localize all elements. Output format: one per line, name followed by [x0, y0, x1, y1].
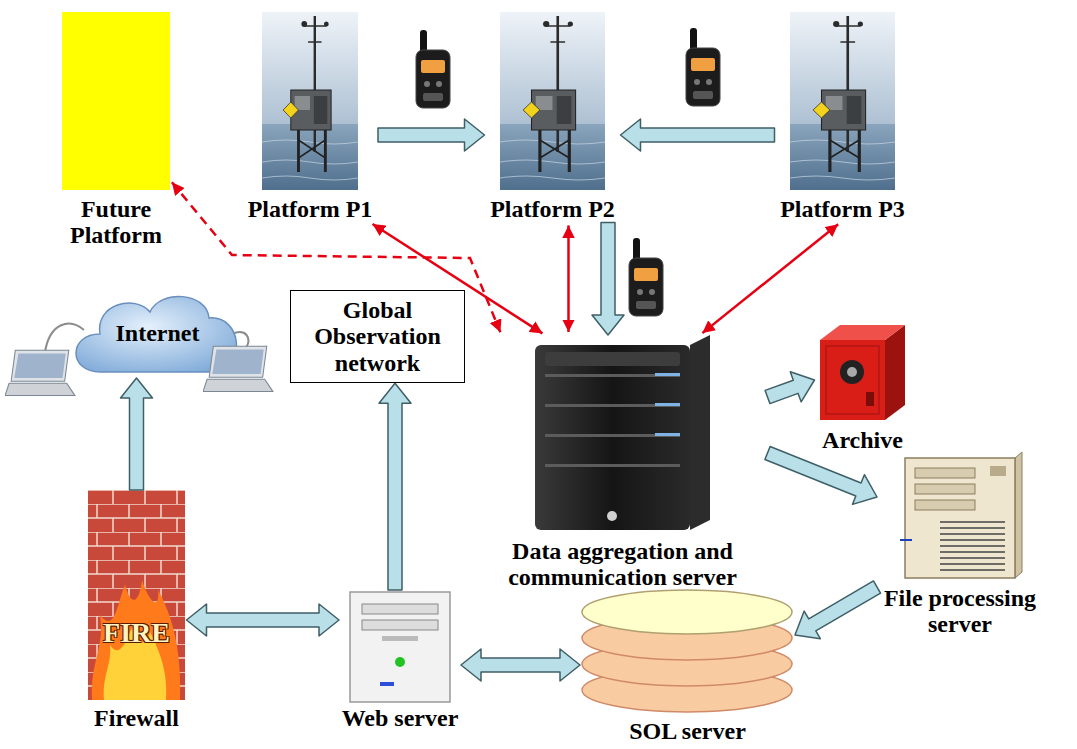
- internet-cloud: [5, 350, 75, 395]
- platform-node: Platform P3: [775, 12, 911, 222]
- server-node: Data aggregation and communication serve…: [478, 335, 768, 591]
- file-server-tower: [915, 484, 975, 494]
- file-server-tower: [915, 468, 975, 478]
- platform-photo: [500, 12, 605, 190]
- block-arrow: [765, 447, 877, 505]
- cloud-node: Internet: [75, 290, 240, 378]
- archive-safe: [826, 346, 879, 414]
- archive-label: Archive: [815, 427, 911, 453]
- server-tower: [655, 433, 680, 436]
- database-label: SOL server: [580, 718, 795, 744]
- file-server-tower: [1015, 452, 1022, 578]
- server-node: Web server: [339, 590, 461, 731]
- file-server-tower: [900, 452, 1022, 578]
- file-server-tower: [900, 539, 912, 541]
- platform-label: Platform P3: [775, 196, 911, 222]
- server-tower: [535, 335, 710, 530]
- server-label: Web server: [339, 705, 461, 731]
- platform-photo: [262, 12, 895, 190]
- box-label: Global Observation network: [295, 297, 460, 376]
- archive-safe: [866, 392, 874, 406]
- archive-safe: [820, 340, 885, 420]
- platform-label: Future Platform: [62, 196, 170, 249]
- future-platform-placeholder: [62, 12, 170, 190]
- web-server-pc: [362, 620, 438, 630]
- archive-safe: [885, 325, 905, 420]
- server-tower: [545, 434, 680, 437]
- file-server-tower: [940, 522, 1005, 570]
- internet-cloud: [203, 346, 273, 391]
- server-label: Data aggregation and communication serve…: [478, 538, 768, 591]
- block-arrow: [121, 378, 153, 490]
- server-tower: [655, 373, 680, 376]
- archive-safe: [820, 325, 905, 340]
- radio-icon: [416, 30, 450, 108]
- file-server-tower: [905, 458, 1015, 578]
- platform-node: Platform P1: [242, 12, 378, 222]
- platform-node: Future Platform: [62, 12, 170, 249]
- server-tower: [690, 335, 710, 530]
- server-tower: [545, 352, 680, 366]
- block-arrow: [765, 372, 814, 404]
- archive-safe: [847, 367, 857, 377]
- cloud-label: Internet: [75, 320, 240, 346]
- server-node: File processing server: [877, 455, 1043, 638]
- future-platform-placeholder: [62, 12, 170, 190]
- block-arrow: [187, 604, 340, 636]
- block-arrow: [795, 581, 881, 639]
- firewall-node: FIRE Firewall: [87, 490, 187, 731]
- database-node: SOL server: [580, 590, 795, 744]
- radio-icon: [629, 238, 663, 316]
- radio-link: [567, 225, 570, 332]
- archive-node: Archive: [815, 325, 911, 453]
- server-tower: [545, 374, 680, 377]
- web-server-pc: [350, 592, 450, 702]
- connector-group: [121, 119, 881, 681]
- server-label: File processing server: [877, 585, 1043, 638]
- firewall-wall: [88, 490, 185, 700]
- archive-safe: [820, 325, 905, 420]
- web-server-pc: [395, 657, 405, 667]
- database-disks: [582, 590, 792, 634]
- web-server-pc: [380, 682, 394, 686]
- platform-label: Platform P2: [485, 196, 621, 222]
- process-box: Global Observation network: [290, 290, 465, 383]
- platform-label: Platform P1: [242, 196, 378, 222]
- platform-photo: [262, 12, 358, 190]
- server-tower: [535, 345, 690, 530]
- web-server-pc: [362, 604, 438, 614]
- firewall-sign: FIRE: [87, 618, 187, 649]
- file-server-tower: [990, 466, 1006, 476]
- web-server-pc: [350, 592, 450, 702]
- firewall-label: Firewall: [87, 705, 187, 731]
- firewall-wall: [88, 490, 185, 700]
- block-arrow: [621, 119, 775, 151]
- platform-photo: [790, 12, 895, 190]
- block-arrow: [592, 222, 624, 335]
- radio-icon: [686, 28, 720, 106]
- server-tower: [545, 464, 680, 467]
- database-disks: [582, 590, 792, 712]
- server-tower: [607, 511, 617, 521]
- file-server-tower: [915, 500, 975, 510]
- block-arrow: [379, 383, 411, 590]
- radio-link: [702, 224, 838, 333]
- archive-safe: [840, 360, 864, 384]
- web-server-pc: [382, 636, 418, 641]
- block-arrow: [461, 649, 580, 681]
- server-tower: [655, 403, 680, 406]
- platform-node: Platform P2: [485, 12, 621, 222]
- server-tower: [545, 404, 680, 407]
- block-arrow: [378, 119, 485, 151]
